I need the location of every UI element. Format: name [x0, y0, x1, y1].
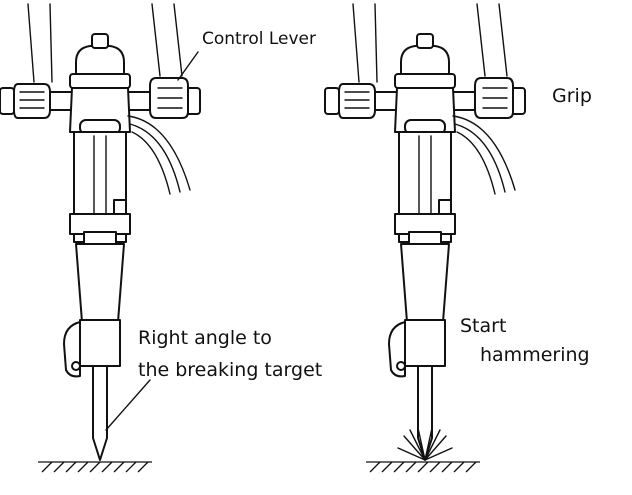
breaker-hammer-icon — [324, 3, 526, 461]
right-breaker-group: Grip Start hammering — [324, 3, 592, 473]
control-lever-label: Control Lever — [202, 29, 316, 49]
control-lever-leader — [177, 51, 199, 81]
left-breaker-group: Control Lever Right angle to the breakin… — [0, 3, 322, 473]
impact-spark-icon — [397, 427, 453, 461]
grip-label: Grip — [552, 85, 592, 107]
right-angle-leader — [105, 379, 151, 431]
start-label-line2: hammering — [480, 344, 590, 366]
ground-hatch-icon — [365, 461, 481, 473]
breaker-hammer-icon — [0, 3, 201, 461]
ground-hatch-icon — [37, 461, 153, 473]
start-label-line1: Start — [460, 315, 506, 337]
right-angle-label-line1: Right angle to — [138, 327, 272, 349]
right-angle-label-line2: the breaking target — [138, 359, 322, 381]
